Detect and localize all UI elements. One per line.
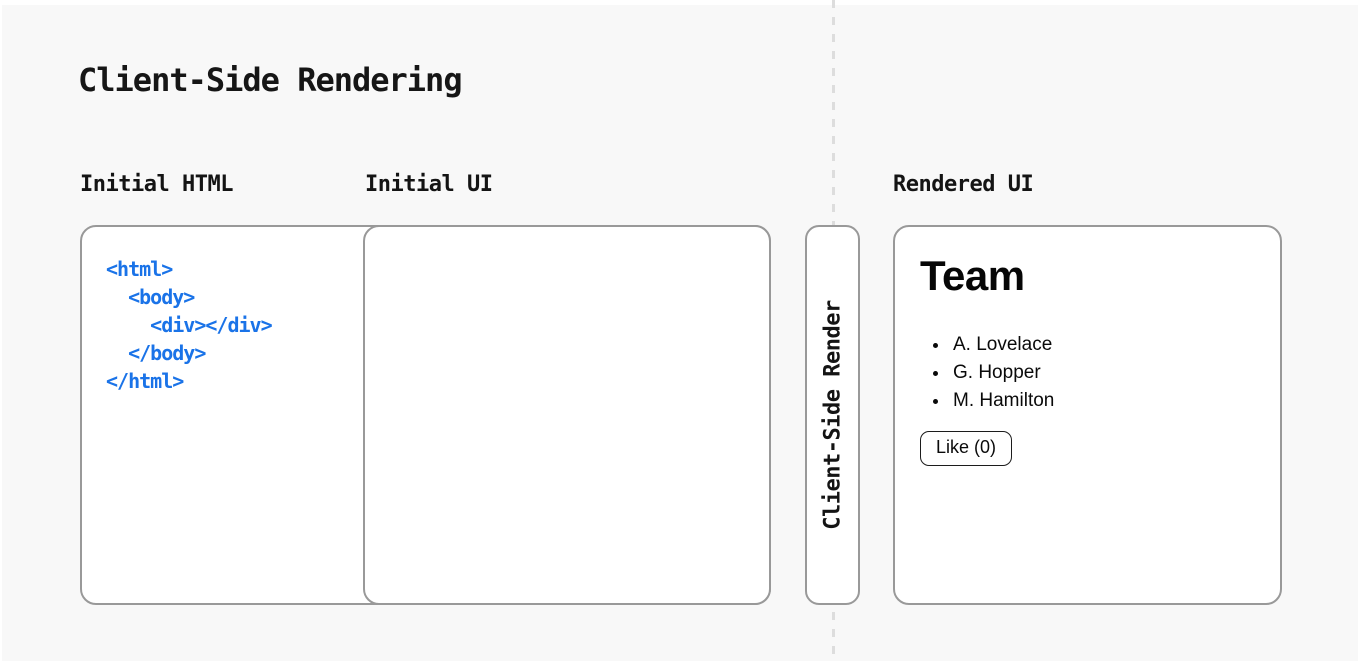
label-initial-ui: Initial UI	[365, 172, 493, 197]
member-list: A. LovelaceG. HopperM. Hamilton	[920, 331, 1260, 415]
pill-label: Client-Side Render	[820, 300, 845, 530]
html-source-code: <html> <body> <div></div> </body> </html…	[106, 257, 273, 393]
label-rendered-ui: Rendered UI	[893, 172, 1034, 197]
team-heading: Team	[920, 252, 1025, 299]
label-initial-html: Initial HTML	[80, 172, 233, 197]
page-title: Client-Side Rendering	[78, 61, 463, 99]
rendered-ui-panel: Team A. LovelaceG. HopperM. Hamilton Lik…	[893, 225, 1282, 605]
list-item: M. Hamilton	[950, 387, 1260, 415]
like-button[interactable]: Like (0)	[920, 431, 1013, 467]
initial-ui-panel-empty	[363, 225, 771, 605]
client-side-render-pill: Client-Side Render	[805, 225, 860, 605]
list-item: A. Lovelace	[950, 331, 1260, 359]
list-item: G. Hopper	[950, 359, 1260, 387]
